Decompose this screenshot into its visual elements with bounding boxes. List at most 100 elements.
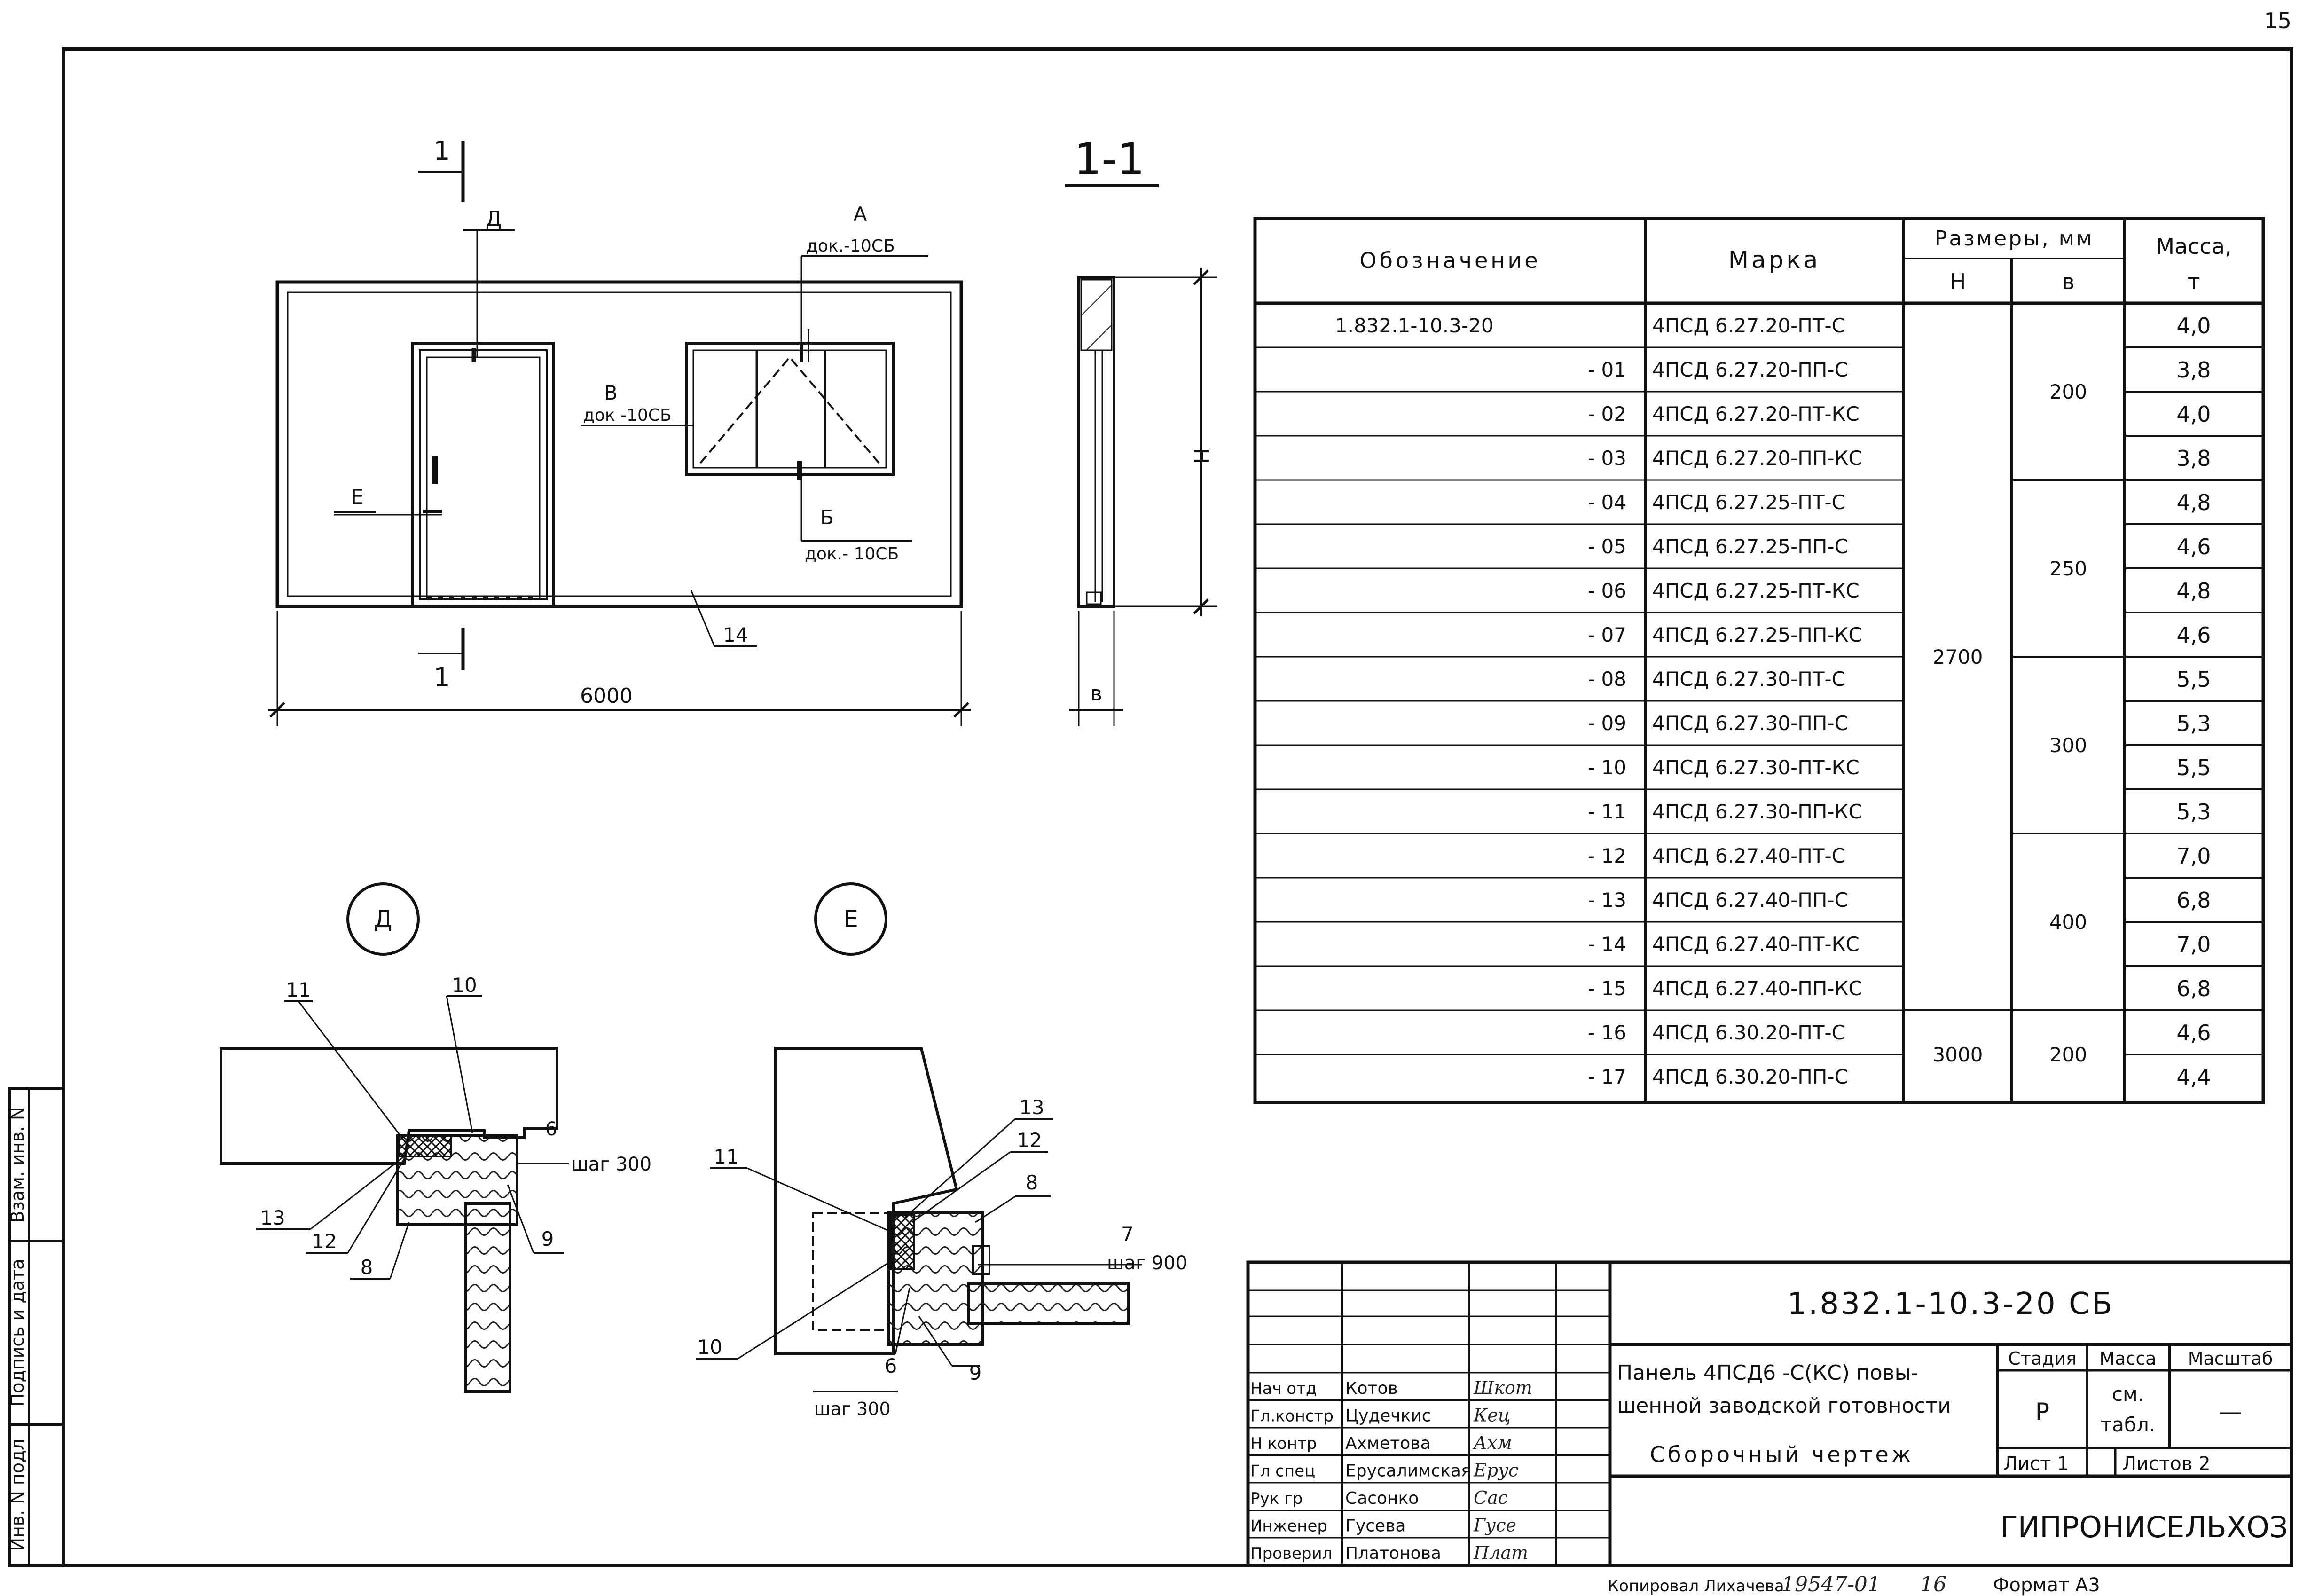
callout-v-doc: док -10СБ <box>583 406 672 425</box>
specification-table: Обозначение Марка Размеры, мм Н в Масса,… <box>1253 217 2265 1104</box>
row-designation: - 17 <box>1588 1065 1626 1088</box>
row-mark: 4ПСД 6.30.20-ПП-С <box>1652 1065 1848 1088</box>
row-mass: 4,6 <box>2176 1020 2211 1046</box>
header-mark: Марка <box>1728 246 1820 274</box>
b-group-value: 300 <box>2049 734 2087 757</box>
row-mass: 7,0 <box>2176 932 2211 957</box>
stamp-name: Ахметова <box>1345 1434 1431 1453</box>
mass-label: Масса <box>2099 1348 2156 1369</box>
e-label-6: 6 <box>885 1354 897 1377</box>
callout-v: В <box>604 381 618 404</box>
stamp-role: Инженер <box>1250 1517 1327 1536</box>
mass-value-2: табл. <box>2101 1413 2155 1436</box>
row-mass: 4,0 <box>2176 401 2211 427</box>
row-mark: 4ПСД 6.27.20-ПТ-КС <box>1652 402 1860 425</box>
e-label-11: 11 <box>714 1145 738 1168</box>
stamp-name: Цудечкис <box>1345 1407 1431 1426</box>
e-label-12: 12 <box>1017 1129 1042 1152</box>
row-mass: 5,3 <box>2176 711 2211 736</box>
stamp-signature: Ерус <box>1473 1460 1518 1481</box>
row-mark: 4ПСД 6.27.40-ПТ-КС <box>1652 933 1860 956</box>
row-mark: 4ПСД 6.27.30-ПП-С <box>1652 712 1848 735</box>
e-label-10: 10 <box>697 1336 722 1359</box>
header-mass-unit: т <box>2188 269 2200 294</box>
d-label-6: 6 <box>545 1118 557 1140</box>
row-mass: 4,6 <box>2176 622 2211 648</box>
h-group-value: 3000 <box>1933 1043 1983 1066</box>
header-designation: Обозначение <box>1359 248 1540 273</box>
footer-number: 19547-01 <box>1781 1572 1881 1596</box>
row-designation: - 15 <box>1588 977 1626 1000</box>
d-label-9: 9 <box>541 1227 554 1250</box>
row-mass: 3,8 <box>2176 446 2211 471</box>
stamp-name: Гусева <box>1345 1517 1405 1536</box>
row-designation: - 09 <box>1588 712 1626 735</box>
callout-e: Е <box>351 485 364 509</box>
h-group-value: 2700 <box>1933 645 1983 668</box>
row-designation: - 02 <box>1588 402 1626 425</box>
stamp-role: Гл спец <box>1250 1462 1315 1481</box>
scale-value: — <box>2219 1398 2242 1425</box>
stamp-name: Котов <box>1345 1379 1398 1398</box>
title-line-3: Сборочный чертеж <box>1650 1442 1914 1467</box>
callout-a-doc: док.-10СБ <box>806 236 895 256</box>
e-label-8: 8 <box>1026 1171 1038 1194</box>
leader-14: 14 <box>723 623 748 646</box>
section-mark-bottom: 1 <box>433 662 450 693</box>
row-designation: - 08 <box>1588 668 1626 691</box>
row-designation: - 11 <box>1588 800 1626 823</box>
stage-label: Стадия <box>2008 1348 2077 1369</box>
detail-e-circle-label: Е <box>843 905 858 933</box>
e-label-7: 7 <box>1121 1223 1134 1246</box>
callout-d: Д <box>486 207 502 231</box>
e-label-9: 9 <box>969 1361 982 1384</box>
side-inv-orig: Инв. N подл <box>7 1439 28 1551</box>
row-designation: 1.832.1-10.3-20 <box>1335 314 1494 337</box>
b-group-value: 250 <box>2049 557 2087 580</box>
stamp-role: Нач отд <box>1250 1379 1317 1398</box>
d-label-11: 11 <box>286 978 311 1001</box>
d-label-12: 12 <box>312 1230 337 1253</box>
footer-copied: Копировал Лихачева <box>1608 1577 1784 1596</box>
stamp-role: Проверил <box>1250 1544 1332 1563</box>
door-opening <box>411 342 555 608</box>
stamp-signature: Ахм <box>1472 1432 1512 1453</box>
stamp-name: Сасонко <box>1345 1489 1419 1508</box>
row-mass: 6,8 <box>2176 976 2211 1001</box>
row-mass: 4,8 <box>2176 490 2211 515</box>
row-mass: 4,0 <box>2176 313 2211 338</box>
row-mark: 4ПСД 6.27.40-ПП-КС <box>1652 977 1862 1000</box>
header-dimensions: Размеры, мм <box>1935 227 2094 251</box>
row-designation: - 12 <box>1588 844 1626 867</box>
row-mark: 4ПСД 6.30.20-ПТ-С <box>1652 1021 1845 1044</box>
page-number: 15 <box>2264 8 2291 33</box>
stamp-signature: Плат <box>1473 1542 1528 1563</box>
e-label-step300: шаг 300 <box>814 1399 891 1419</box>
stamp-role: Гл.констр <box>1250 1407 1334 1426</box>
stamp-signature: Шкот <box>1473 1377 1532 1398</box>
row-designation: - 13 <box>1588 888 1626 912</box>
panel-elevation: А док.-10СБ В док -10СБ Б док.- 10СБ Д Е… <box>268 136 971 726</box>
row-mark: 4ПСД 6.27.20-ПП-С <box>1652 358 1848 381</box>
detail-d: Д 11 10 6 шаг 300 13 12 8 9 <box>220 882 651 1393</box>
row-mass: 4,6 <box>2176 534 2211 559</box>
callout-b-doc: док.- 10СБ <box>805 544 899 564</box>
row-mark: 4ПСД 6.27.20-ПТ-С <box>1652 314 1845 337</box>
row-mass: 5,5 <box>2176 755 2211 780</box>
sheet-frame <box>62 47 2293 1567</box>
d-label-8: 8 <box>361 1256 373 1279</box>
thickness-dim: в <box>1090 682 1102 706</box>
section-mark-top: 1 <box>433 136 450 166</box>
stamp-name: Ерусалимская <box>1345 1462 1471 1481</box>
row-mark: 4ПСД 6.27.30-ПТ-КС <box>1652 756 1860 779</box>
mass-value-1: см. <box>2112 1383 2144 1406</box>
row-mark: 4ПСД 6.27.25-ПТ-КС <box>1652 579 1860 602</box>
row-mass: 7,0 <box>2176 843 2211 869</box>
stamp-signature: Гусе <box>1473 1515 1516 1536</box>
detail-d-circle-label: Д <box>374 905 392 933</box>
detail-e: Е 13 12 11 8 7 шаг 900 10 6 9 шаг 300 <box>696 882 1187 1419</box>
d-label-step: шаг 300 <box>571 1154 651 1175</box>
stamp-name: Платонова <box>1345 1544 1441 1563</box>
row-mass: 4,4 <box>2176 1064 2211 1090</box>
d-label-10: 10 <box>452 974 477 997</box>
